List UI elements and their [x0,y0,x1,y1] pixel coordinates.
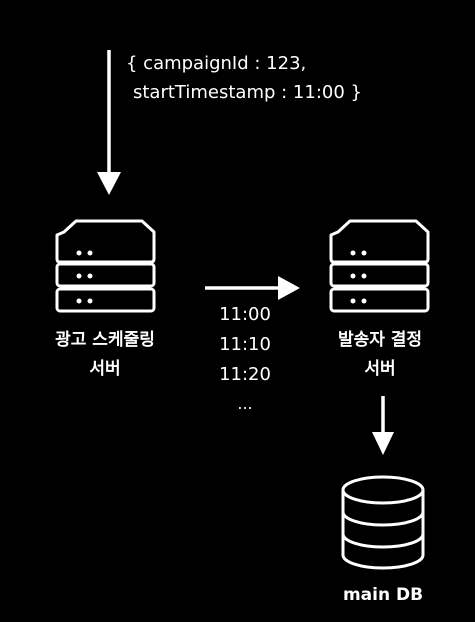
dispatch-arrow [205,276,300,300]
payload-arrow [97,50,121,195]
time-slot: 11:00 [219,304,271,325]
main-db-label: main DB [342,585,424,605]
time-slot: 11:10 [219,334,271,355]
payload-line-1: { campaignId : 123, [126,53,307,74]
time-slot-ellipsis: ... [237,394,253,413]
sender-server-label-line-2: 서버 [364,359,396,379]
payload-line-2: startTimestamp : 11:00 } [133,82,362,103]
time-slot: 11:20 [219,364,271,385]
scheduler-server-label-line-2: 서버 [89,359,121,379]
scheduler-server-label-line-1: 광고 스케줄링 [55,330,155,350]
sender-server-icon [329,219,430,313]
database-icon [341,475,425,570]
db-arrow [372,396,394,455]
scheduler-server-icon [55,219,156,313]
sender-server-label-line-1: 발송자 결정 [337,330,423,350]
